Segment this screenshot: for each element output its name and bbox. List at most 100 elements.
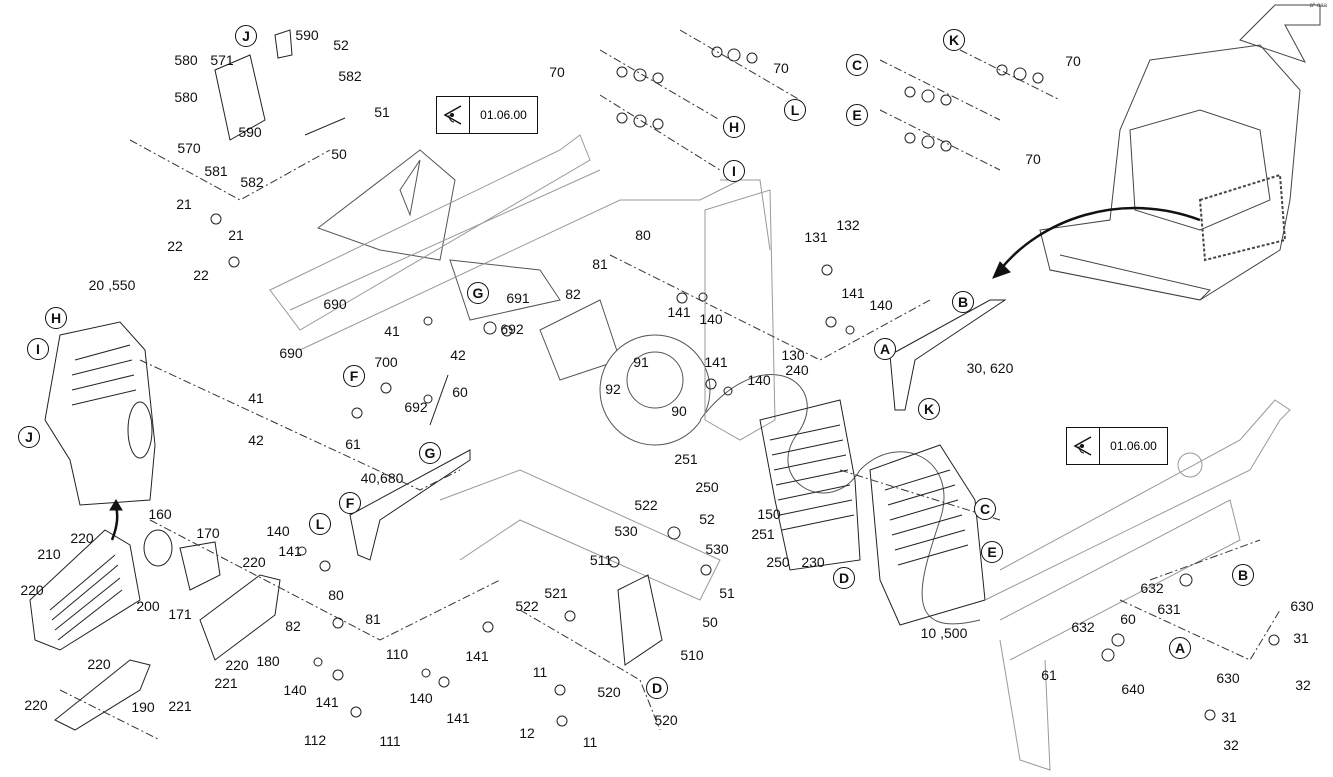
- part-number-label: 240: [785, 362, 809, 378]
- part-number-label: 582: [338, 68, 362, 84]
- part-number-label: 70: [549, 64, 565, 80]
- callout-letter: F: [339, 492, 361, 514]
- part-number-label: 11: [532, 664, 548, 680]
- callout-letter: C: [846, 54, 868, 76]
- part-number-label: 522: [634, 497, 658, 513]
- part-number-label: 582: [240, 174, 264, 190]
- corner-mark: a° aaa: [1309, 3, 1327, 9]
- part-number-label: 692: [500, 321, 524, 337]
- callout-letter: I: [27, 338, 49, 360]
- rod-50: [304, 117, 346, 136]
- part-number-label: 140: [283, 682, 307, 698]
- paver-machine: [1039, 44, 1301, 301]
- part-number-label: 140: [747, 372, 771, 388]
- part-number-label: 51: [374, 104, 390, 120]
- callout-letter: A: [874, 338, 896, 360]
- part-number-label: 520: [597, 684, 621, 700]
- part-number-label: 80: [328, 587, 344, 603]
- callout-letter: G: [419, 442, 441, 464]
- part-number-label: 530: [705, 541, 729, 557]
- part-number-label: 141: [667, 304, 691, 320]
- part-number-label: 32: [1223, 737, 1239, 753]
- grille-240: [759, 399, 861, 571]
- callout-letter: J: [235, 25, 257, 47]
- callout-letter: F: [343, 365, 365, 387]
- part-number-label: 22: [167, 238, 183, 254]
- part-number-label: 81: [592, 256, 608, 272]
- part-number-label: 131: [804, 229, 828, 245]
- hardware: [210, 46, 1280, 727]
- part-number-label: 632: [1071, 619, 1095, 635]
- part-number-label: 511: [589, 552, 613, 568]
- callout-letter: K: [943, 29, 965, 51]
- part-number-label: 81: [365, 611, 381, 627]
- watermark: [316, 149, 981, 625]
- seal-160: [143, 529, 173, 567]
- part-number-label: 82: [285, 618, 301, 634]
- callout-letter: E: [846, 104, 868, 126]
- part-number-label: 140: [266, 523, 290, 539]
- part-number-label: 590: [238, 124, 262, 140]
- callout-letter: D: [646, 677, 668, 699]
- part-number-label: 141: [704, 354, 728, 370]
- part-number-label: 60: [1120, 611, 1136, 627]
- part-number-label: 691: [506, 290, 530, 306]
- grille-210: [29, 529, 141, 651]
- part-number-label: 80: [635, 227, 651, 243]
- view-reference-number: 01.06.00: [480, 108, 527, 122]
- part-number-label: 11: [582, 734, 598, 750]
- part-number-label: 571: [210, 52, 234, 68]
- callout-letter: K: [918, 398, 940, 420]
- bracket-510: [617, 574, 663, 666]
- part-number-label: 132: [836, 217, 860, 233]
- callout-letter: D: [833, 567, 855, 589]
- part-number-label: 82: [565, 286, 581, 302]
- view-reference-box: 01.06.00: [436, 96, 538, 134]
- part-number-label: 31: [1221, 709, 1237, 725]
- rod-60: [429, 374, 449, 426]
- callout-letter: L: [784, 99, 806, 121]
- part-number-label: 51: [719, 585, 735, 601]
- part-number-label: 170: [196, 525, 220, 541]
- part-number-label: 220: [20, 582, 44, 598]
- part-number-label: 230: [801, 554, 825, 570]
- part-number-label: 220: [70, 530, 94, 546]
- callout-letter: J: [18, 426, 40, 448]
- callout-letter: H: [723, 116, 745, 138]
- part-number-label: 590: [295, 27, 319, 43]
- part-number-label: 630: [1290, 598, 1314, 614]
- part-number-label: 221: [214, 675, 238, 691]
- part-number-label: 251: [751, 526, 775, 542]
- side-part-30-620: [889, 299, 1007, 411]
- panel-200: [199, 574, 281, 661]
- part-number-label: 630: [1216, 670, 1240, 686]
- part-number-label: 10 ,500: [920, 625, 968, 641]
- part-number-label: 690: [279, 345, 303, 361]
- part-number-label: 140: [409, 690, 433, 706]
- part-number-label: 140: [699, 311, 723, 327]
- part-number-label: 250: [766, 554, 790, 570]
- part-number-label: 60: [452, 384, 468, 400]
- part-number-label: 61: [345, 436, 361, 452]
- side-panel-left: [44, 321, 156, 506]
- part-number-label: 31: [1293, 630, 1309, 646]
- bracket-590: [274, 29, 293, 59]
- part-number-label: 52: [699, 511, 715, 527]
- callout-letter: H: [45, 307, 67, 329]
- part-number-label: 580: [174, 52, 198, 68]
- part-number-label: 70: [1025, 151, 1041, 167]
- part-number-label: 70: [773, 60, 789, 76]
- eye-view-icon: [1067, 428, 1100, 464]
- part-number-label: 220: [24, 697, 48, 713]
- part-number-label: 90: [671, 403, 687, 419]
- part-number-label: 20 ,550: [88, 277, 136, 293]
- part-number-label: 220: [242, 554, 266, 570]
- part-number-label: 111: [379, 733, 401, 749]
- part-number-label: 140: [869, 297, 893, 313]
- callout-letter: E: [981, 541, 1003, 563]
- part-number-label: 251: [674, 451, 698, 467]
- part-number-label: 220: [225, 657, 249, 673]
- part-number-label: 150: [757, 506, 781, 522]
- view-reference-box: 01.06.00: [1066, 427, 1168, 465]
